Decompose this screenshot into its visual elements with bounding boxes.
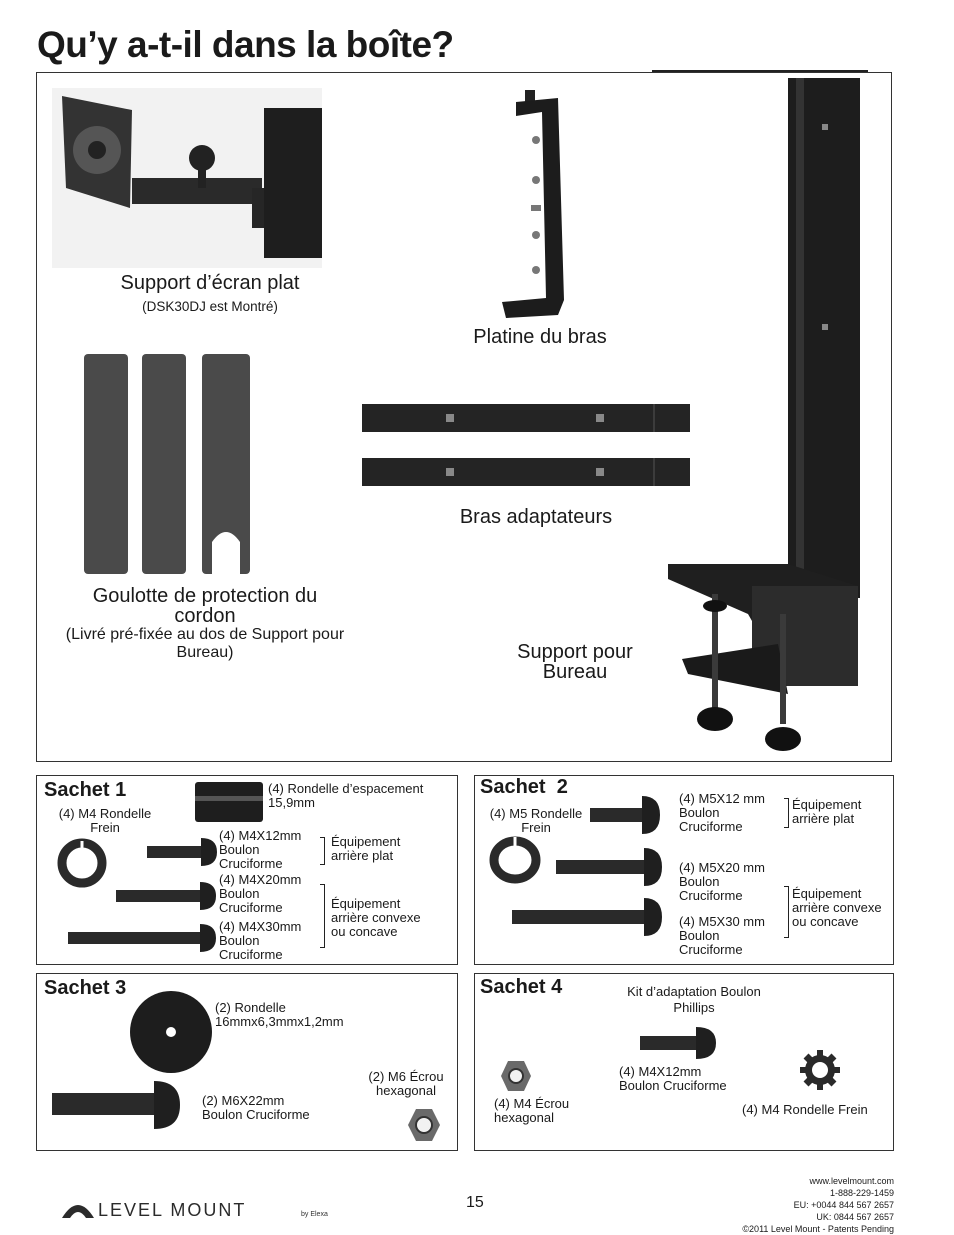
star-lock-washer-icon xyxy=(800,1050,840,1090)
sachet-2-convex-label: Équipement arrière convexe ou concave xyxy=(792,886,882,929)
sachet-1-bolt1-label: (4) M4X12mm Boulon Cruciforme xyxy=(219,828,302,871)
sachet-2-panel xyxy=(474,775,894,965)
footer-phone: 1-888-229-1459 xyxy=(829,1188,894,1198)
sachet-4-nut-label: (4) M4 Écrou hexagonal xyxy=(494,1096,570,1125)
sachet-1-spacer-label: (4) Rondelle d’espacement 15,9mm xyxy=(268,781,424,810)
sachet-1-convex-bracket xyxy=(320,884,325,948)
brand-suffix: by Elexa xyxy=(301,1211,328,1218)
footer-website: www.levelmount.com xyxy=(809,1176,894,1186)
sachet-2-bolt1-label: (4) M5X12 mm Boulon Cruciforme xyxy=(679,791,765,834)
main-parts-panel xyxy=(36,72,892,762)
lock-washer-icon xyxy=(57,838,107,888)
flat-mount-label: Support d’écran plat xyxy=(120,272,300,294)
adapter-arms-label: Bras adaptateurs xyxy=(459,506,613,528)
m4-hex-nut-icon xyxy=(501,1061,531,1091)
sachet-3-panel xyxy=(36,973,458,1151)
sachet-1-convex-label: Équipement arrière convexe ou concave xyxy=(331,896,421,939)
bolt-m5x30-icon xyxy=(512,898,662,936)
sachet-4-kit-label: Kit d’adaptation Boulon Phillips xyxy=(627,984,761,1015)
flat-mount-note: (DSK30DJ est Montré) xyxy=(142,299,278,314)
m6-hex-nut-icon xyxy=(408,1109,440,1141)
sachet-2-flat-label: Équipement arrière plat xyxy=(792,797,862,826)
spacer-icon xyxy=(195,782,263,822)
sachet-1-bolt2-label: (4) M4X20mm Boulon Cruciforme xyxy=(219,872,302,915)
sachet-1-title: Sachet 1 xyxy=(44,779,127,801)
flat-mount-photo-icon xyxy=(52,88,322,268)
sachet-1-flat-bracket xyxy=(320,837,325,865)
sachet-2-title: Sachet 2 xyxy=(480,776,568,798)
cord-cover-label: Goulotte de protection du cordon xyxy=(92,585,318,627)
sachet-3-bolt-label: (2) M6X22mm Boulon Cruciforme xyxy=(202,1093,310,1122)
brand-name: LEVEL MOUNT xyxy=(98,1200,247,1220)
bolt-m4x20-icon xyxy=(116,882,216,910)
footer-eu-phone: EU: +0044 844 567 2657 xyxy=(793,1200,894,1210)
bolt-m4x12-icon xyxy=(147,838,217,866)
bolt-m5x12-icon xyxy=(590,796,660,834)
sachet-1-washer-label: (4) M4 Rondelle Frein xyxy=(58,806,152,835)
bolt-m6x22-icon xyxy=(52,1081,180,1129)
page-number: 15 xyxy=(466,1194,484,1211)
sachet-4-bolt-icon xyxy=(640,1027,716,1059)
sachet-4-bolt-label: (4) M4X12mm Boulon Cruciforme xyxy=(619,1064,727,1093)
sachet-2-washer-label: (4) M5 Rondelle Frein xyxy=(489,806,583,835)
sachet-1-bolt3-label: (4) M4X30mm Boulon Cruciforme xyxy=(219,919,302,962)
sachet-4-washer-label: (4) M4 Rondelle Frein xyxy=(742,1102,868,1117)
large-washer-icon xyxy=(130,991,212,1073)
m5-lock-washer-icon xyxy=(489,836,541,884)
footer-uk-phone: UK: 0844 567 2657 xyxy=(816,1212,894,1222)
cord-cover-photo-icon xyxy=(84,354,250,574)
level-mount-logo-icon xyxy=(62,1205,94,1218)
sachet-3-title: Sachet 3 xyxy=(44,977,127,999)
desk-mount-label: Support pour Bureau xyxy=(517,641,633,683)
sachet-3-washer-label: (2) Rondelle 16mmx6,3mmx1,2mm xyxy=(215,1000,344,1029)
sachet-4-title: Sachet 4 xyxy=(480,976,563,998)
sachet-3-nut-label: (2) M6 Écrou hexagonal xyxy=(368,1069,444,1098)
bolt-m4x30-icon xyxy=(68,924,216,952)
title-rule xyxy=(652,70,868,72)
cord-cover-note: (Livré pré-fixée au dos de Support pour … xyxy=(65,626,345,661)
sachet-1-panel xyxy=(36,775,458,965)
desk-mount-photo-icon xyxy=(668,78,860,751)
sachet-1-flat-label: Équipement arrière plat xyxy=(331,834,401,863)
sachet-2-flat-bracket xyxy=(784,798,789,828)
sachet-2-bolt3-label: (4) M5X30 mm Boulon Cruciforme xyxy=(679,914,765,957)
arm-plate-label: Platine du bras xyxy=(473,326,607,348)
arm-plate-photo-icon xyxy=(502,90,564,318)
sachet-2-convex-bracket xyxy=(784,886,789,938)
page-title: Qu’y a-t-il dans la boîte? xyxy=(37,24,454,65)
bolt-m5x20-icon xyxy=(556,848,662,886)
footer-copyright: ©2011 Level Mount - Patents Pending xyxy=(742,1224,894,1234)
sachet-4-panel xyxy=(474,973,894,1151)
adapter-arms-photo-icon xyxy=(362,404,690,486)
sachet-2-bolt2-label: (4) M5X20 mm Boulon Cruciforme xyxy=(679,860,765,903)
